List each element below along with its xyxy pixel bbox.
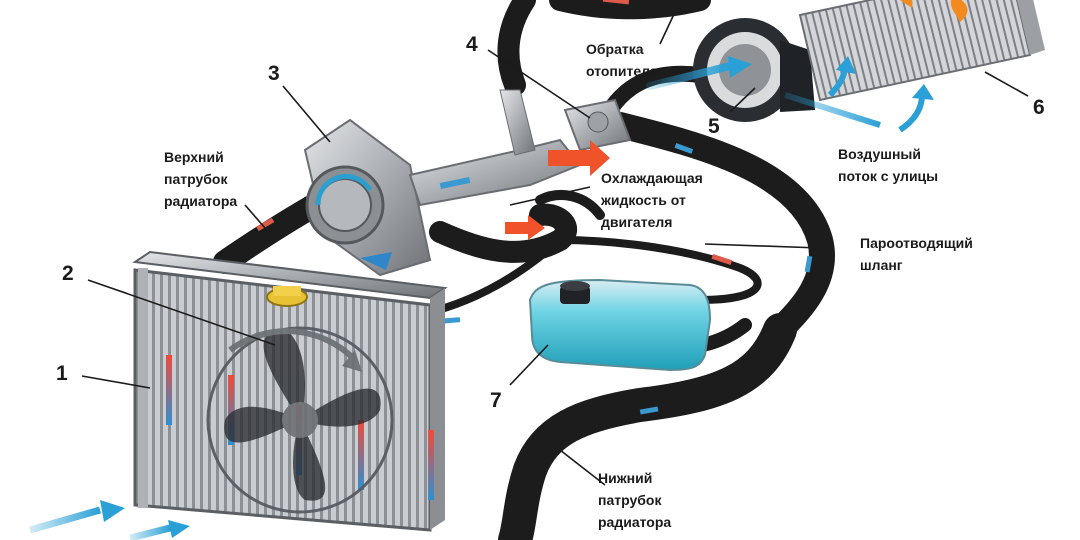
air-flow-arrows — [29, 56, 934, 540]
cooling-fan — [206, 326, 394, 514]
label-number-5: 5 — [708, 115, 720, 138]
label-number-1: 1 — [56, 362, 68, 385]
heater-blower — [693, 18, 815, 122]
label-number-3: 3 — [268, 62, 280, 85]
label-upper-radiator-hose: Верхний патрубок радиатора — [164, 149, 238, 209]
label-number-7: 7 — [490, 389, 502, 412]
expansion-tank — [528, 278, 712, 372]
label-number-2: 2 — [62, 262, 74, 285]
label-lower-radiator-hose: Нижний патрубок радиатора — [598, 470, 672, 530]
heater-core — [798, 0, 1045, 102]
engine-pipe — [408, 89, 582, 207]
label-engine-coolant: Охлаждающая жидкость от двигателя — [601, 170, 703, 230]
hose-network — [213, 0, 835, 540]
radiator — [132, 250, 448, 532]
engine-coolant-arrows — [505, 140, 610, 240]
leader-lines — [81, 11, 1029, 486]
label-number-4: 4 — [466, 33, 478, 56]
label-heater-return: Обратка отопителя — [586, 41, 659, 79]
label-outside-airflow: Воздушный поток с улицы — [838, 146, 939, 184]
water-pump — [303, 118, 432, 277]
label-vapor-hose: Пароотводящий шланг — [860, 235, 973, 273]
label-number-6: 6 — [1033, 96, 1045, 119]
hose-flow-arrows — [256, 0, 813, 415]
